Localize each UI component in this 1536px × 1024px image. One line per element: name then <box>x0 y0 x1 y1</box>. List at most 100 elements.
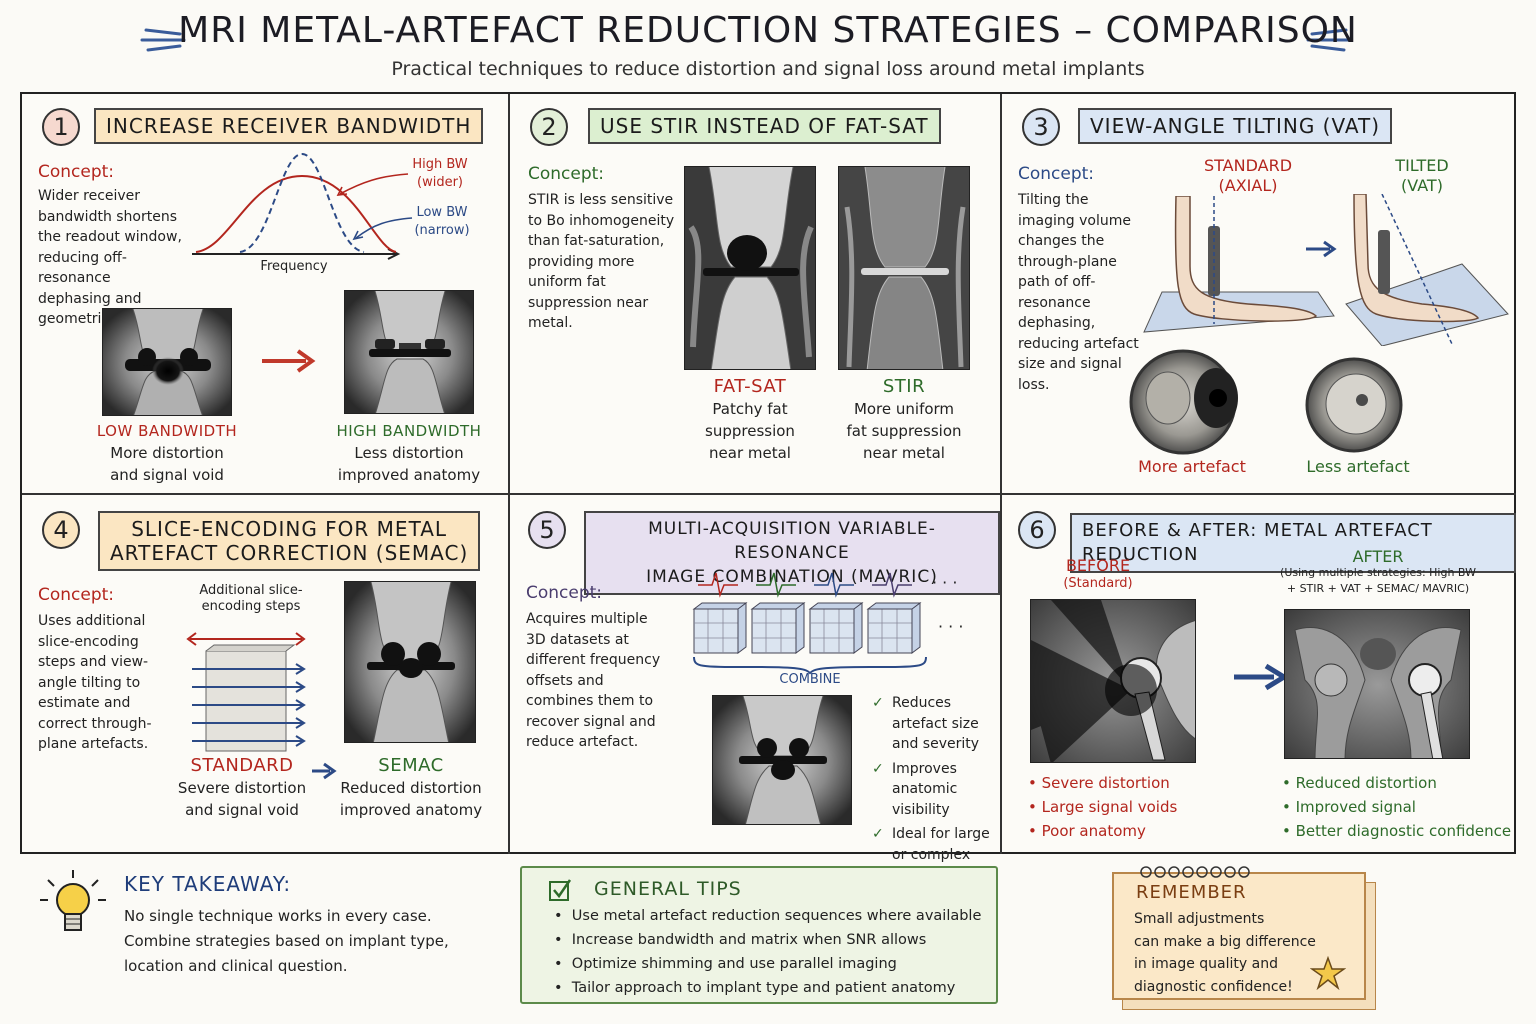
slice-encoding-diagram <box>186 632 306 752</box>
concept-label: Concept: <box>526 583 603 603</box>
knee-mri-low-bandwidth <box>102 308 232 416</box>
pelvis-mri-after <box>1284 609 1470 759</box>
list-item: • Optimize shimming and use parallel ima… <box>554 956 897 972</box>
general-tips-title: GENERAL TIPS <box>594 878 742 900</box>
lightbulb-icon <box>40 870 106 931</box>
diagram-label-slice-steps: Additional slice-encoding steps <box>199 583 303 614</box>
list-item: • Tailor approach to implant type and pa… <box>554 980 956 996</box>
panel-title: BEFORE & AFTER: METAL ARTEFACT REDUCTION <box>1070 513 1516 573</box>
check-icon: ✓ <box>872 695 884 711</box>
graph-label-low-bw: Low BW(narrow) <box>414 205 470 238</box>
list-item: • Increase bandwidth and matrix when SNR… <box>554 932 927 948</box>
concept-label: Concept: <box>38 585 115 605</box>
panel-before-after: 6 BEFORE & AFTER: METAL ARTEFACT REDUCTI… <box>1002 495 1516 854</box>
knee-mri-fat-sat <box>684 166 816 370</box>
panel-bandwidth: 1 INCREASE RECEIVER BANDWIDTH Concept: W… <box>22 94 508 493</box>
page-title: MRI METAL-ARTEFACT REDUCTION STRATEGIES … <box>178 10 1358 51</box>
arrow-right-icon <box>1306 240 1337 258</box>
list-item: • Severe distortion <box>1028 774 1170 792</box>
list-item: • Large signal voids <box>1028 798 1178 816</box>
concept-label: Concept: <box>1018 164 1095 184</box>
knee-mri-stir <box>838 166 970 370</box>
panel-number: 6 <box>1018 511 1056 549</box>
high-bw-curve <box>195 174 397 253</box>
concept-text: Tilting the imaging volume changes the t… <box>1018 192 1139 393</box>
header-deco-left-icon <box>140 28 186 52</box>
general-tips-list: • Use metal artefact reduction sequences… <box>554 904 981 1000</box>
general-tips-box: GENERAL TIPS • Use metal artefact reduct… <box>520 866 998 1004</box>
page-subtitle: Practical techniques to reduce distortio… <box>391 58 1145 80</box>
list-item: • Better diagnostic confidence <box>1282 822 1512 840</box>
label-after: AFTER (Using multiple strategies: High B… <box>1280 547 1476 596</box>
arrow-right-icon <box>1234 663 1289 691</box>
remember-title: REMEMBER <box>1136 882 1247 903</box>
arrow-right-icon <box>312 762 337 780</box>
graph-label-high-bw: High BW(wider) <box>412 157 468 190</box>
caption-more-artefact: More artefact <box>1138 457 1246 476</box>
concept-label: Concept: <box>38 162 115 182</box>
knee-mri-mavric <box>712 695 852 825</box>
axial-slice-less-artefact <box>1305 357 1403 453</box>
mavric-benefits-list: ✓Reduces artefact size and severity ✓Imp… <box>872 693 1002 886</box>
before-list: • Severe distortion • Large signal voids… <box>1028 771 1177 843</box>
combine-brace <box>693 656 927 675</box>
after-list: • Reduced distortion • Improved signal •… <box>1282 771 1511 843</box>
panel-stir: 2 USE STIR INSTEAD OF FAT-SAT Concept: S… <box>510 94 1000 493</box>
concept-text: Acquires multiple 3D datasets at differe… <box>526 611 661 750</box>
ellipsis-bottom: · · · <box>938 617 964 636</box>
panel-title: VIEW-ANGLE TILTING (VAT) <box>1078 108 1393 144</box>
list-item: • Improved signal <box>1282 798 1416 816</box>
knee-mri-semac <box>344 581 476 743</box>
knee-mri-high-bandwidth <box>344 290 474 414</box>
panel-number: 3 <box>1022 108 1060 146</box>
list-item: • Poor anatomy <box>1028 822 1146 840</box>
star-icon <box>1310 956 1346 990</box>
concept-label: Concept: <box>528 164 605 184</box>
key-takeaway-title: KEY TAKEAWAY: <box>124 872 292 896</box>
panel-grid: 1 INCREASE RECEIVER BANDWIDTH Concept: W… <box>20 92 1516 883</box>
axial-slice-more-artefact <box>1129 349 1238 455</box>
panel-title: INCREASE RECEIVER BANDWIDTH <box>94 108 484 144</box>
label-standard-axial: STANDARD(AXIAL) <box>1203 156 1293 195</box>
low-bw-curve <box>239 152 365 253</box>
list-item: • Reduced distortion <box>1282 774 1437 792</box>
graph-x-axis-label: Frequency <box>260 259 328 274</box>
foot-standard-illustration <box>1143 196 1335 333</box>
header-deco-right-icon <box>1306 28 1352 52</box>
list-item: ✓Improves anatomic visibility <box>872 760 958 818</box>
list-item: • Use metal artefact reduction sequences… <box>554 908 982 924</box>
list-item: ✓Reduces artefact size and severity <box>872 695 980 752</box>
panel-number: 4 <box>42 511 80 549</box>
arrow-right-icon <box>262 349 316 373</box>
check-icon: ✓ <box>872 826 884 842</box>
key-takeaway-text: No single technique works in every case.… <box>124 907 449 975</box>
panel-vat: 3 VIEW-ANGLE TILTING (VAT) Concept: Tilt… <box>1002 94 1516 493</box>
bandwidth-graph <box>192 152 413 260</box>
checkbox-icon <box>549 879 572 901</box>
spiral-binding-icon <box>1140 866 1250 878</box>
foot-tilted-illustration <box>1345 194 1509 346</box>
caption-less-artefact: Less artefact <box>1306 457 1410 476</box>
pelvis-mri-before <box>1030 599 1196 763</box>
check-icon: ✓ <box>872 760 884 777</box>
panel-number: 2 <box>530 108 568 146</box>
panel-number: 1 <box>42 108 80 146</box>
concept-text: STIR is less sensitive to Bo inhomogenei… <box>528 192 675 331</box>
label-before: BEFORE(Standard) <box>1063 556 1133 592</box>
panel-number: 5 <box>528 511 566 549</box>
concept-text: Uses additional slice-encoding steps and… <box>38 613 152 752</box>
ellipsis-top: · · · <box>932 573 958 592</box>
panel-title: USE STIR INSTEAD OF FAT-SAT <box>588 108 941 144</box>
